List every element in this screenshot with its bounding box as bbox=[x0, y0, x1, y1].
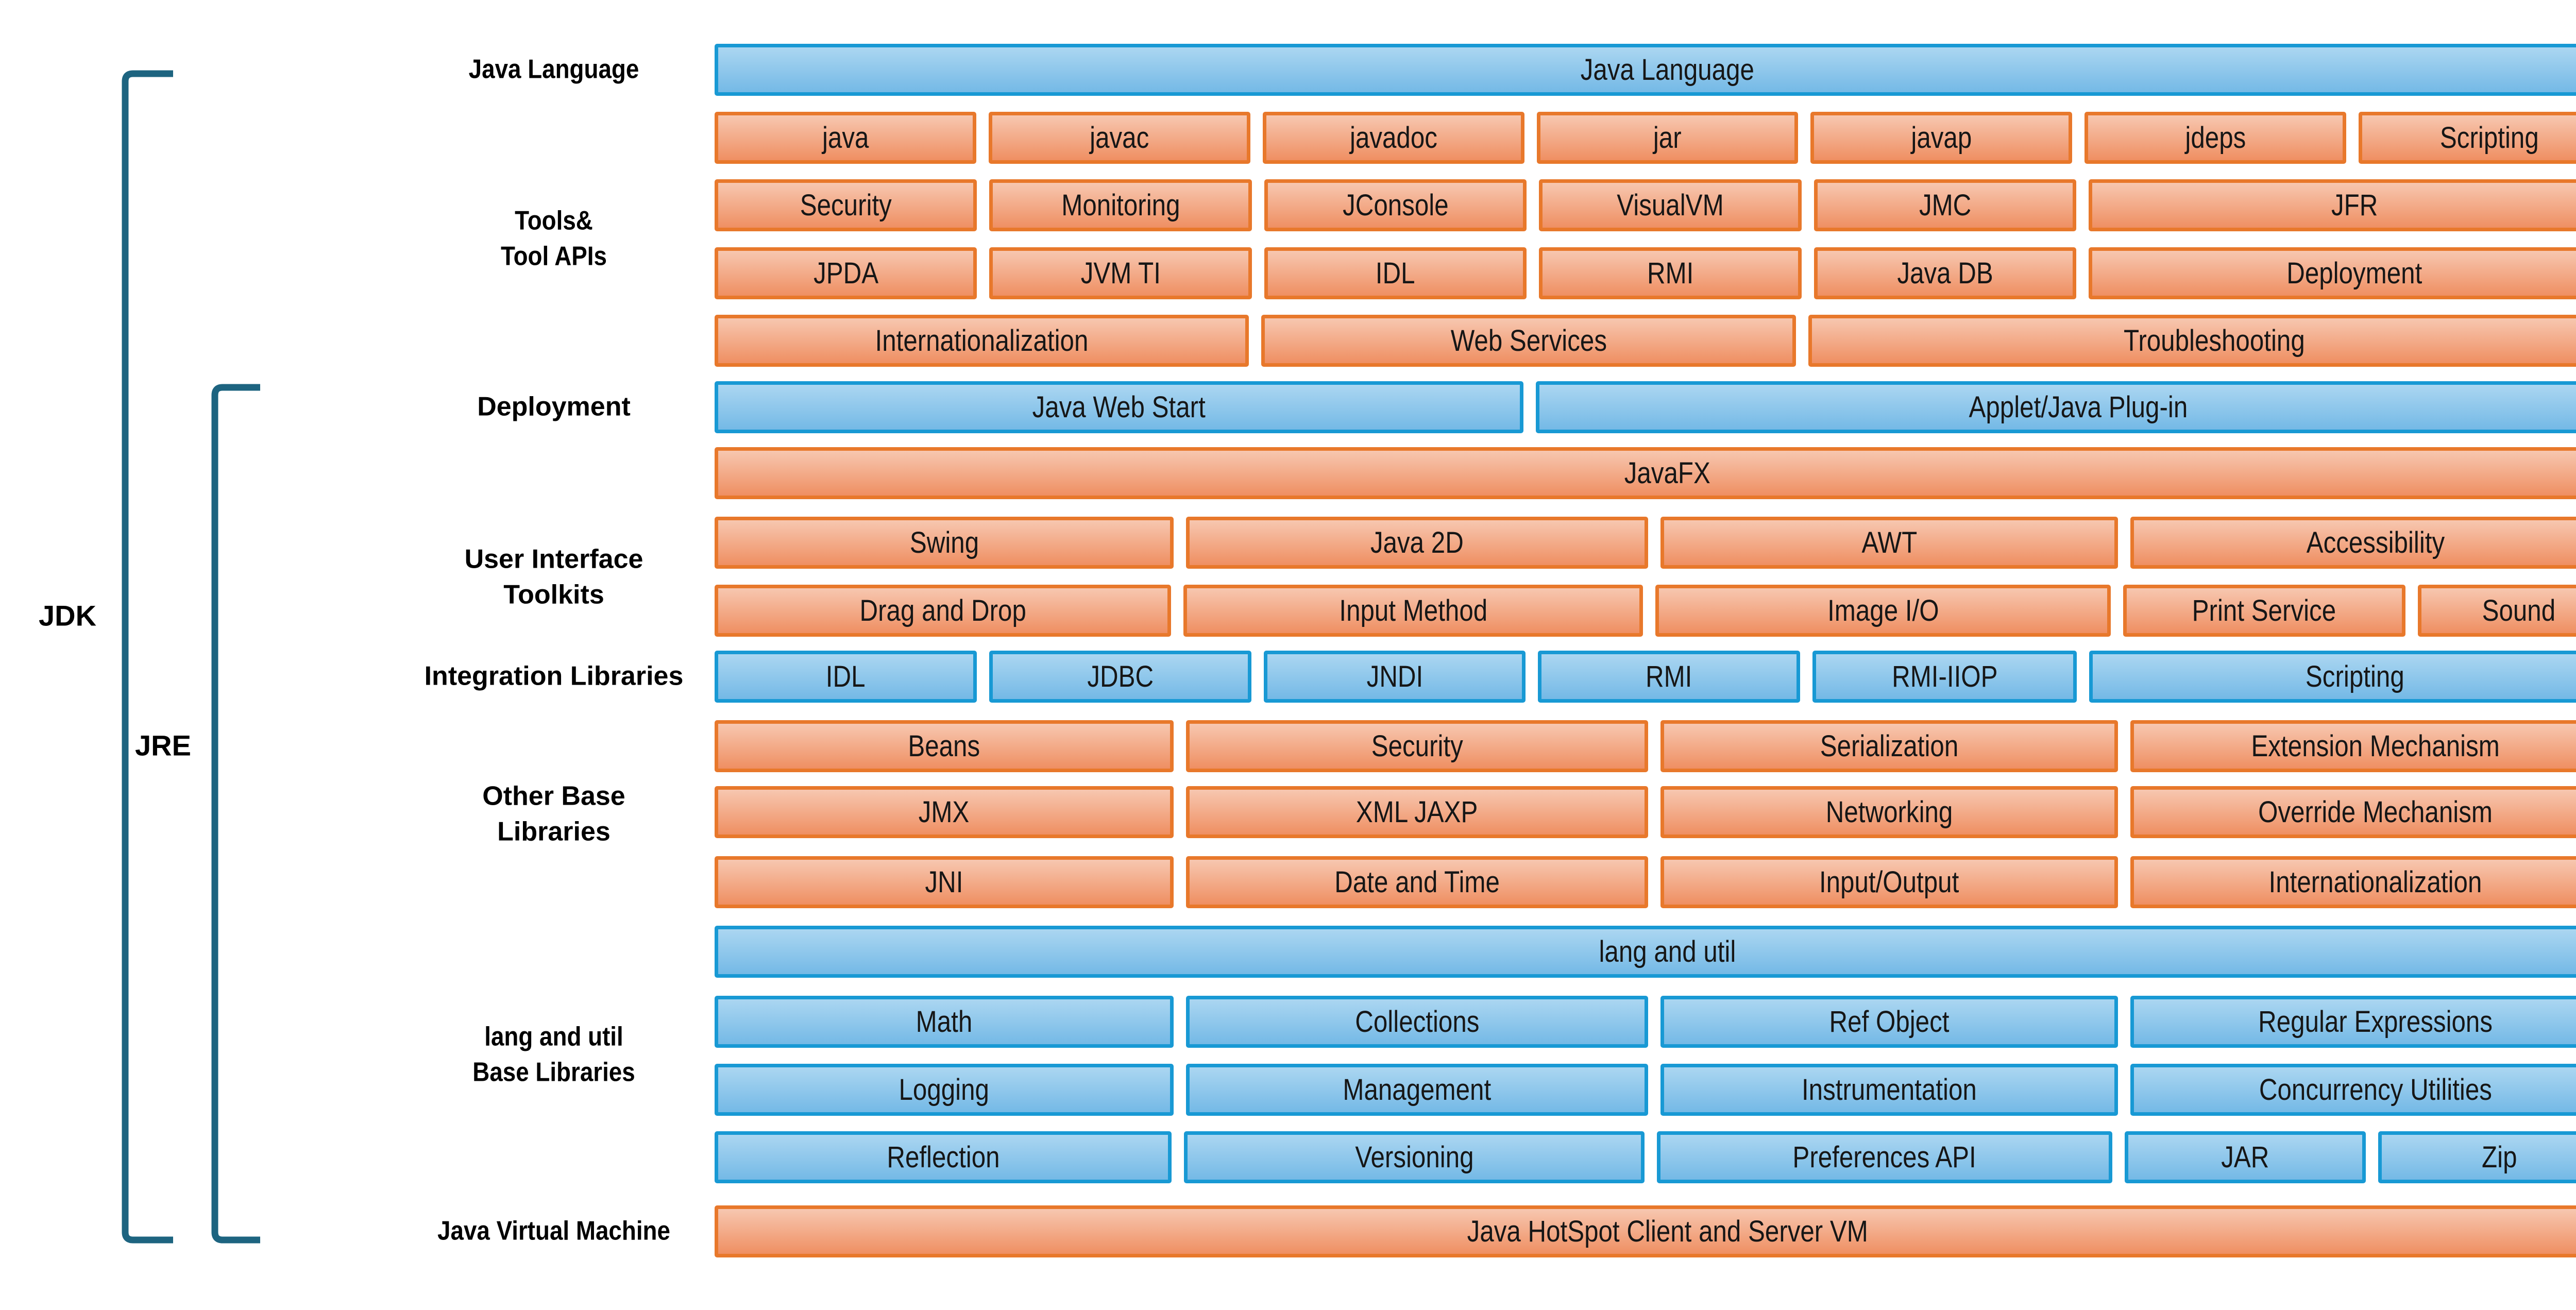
box-javafx: JavaFX bbox=[715, 447, 2576, 499]
row-java-language: Java Language bbox=[715, 44, 2576, 96]
box-rmi-iiop: RMI-IIOP bbox=[1812, 651, 2077, 703]
box-concurrency-utilities: Concurrency Utilities bbox=[2130, 1064, 2576, 1116]
box-override-mechanism: Override Mechanism bbox=[2130, 786, 2576, 838]
box-jconsole: JConsole bbox=[1264, 179, 1527, 231]
box-jpda: JPDA bbox=[715, 247, 977, 299]
box-scripting: Scripting bbox=[2089, 651, 2576, 703]
box-logging: Logging bbox=[715, 1064, 1174, 1116]
box-ref-object: Ref Object bbox=[1660, 996, 2118, 1048]
box-jmx: JMX bbox=[715, 786, 1174, 838]
box-java-hotspot-client-and-server-vm: Java HotSpot Client and Server VM bbox=[715, 1205, 2576, 1257]
box-javap: javap bbox=[1810, 112, 2073, 164]
box-web-services: Web Services bbox=[1261, 315, 1797, 367]
box-instrumentation: Instrumentation bbox=[1660, 1064, 2118, 1116]
box-javac: javac bbox=[988, 112, 1250, 164]
box-zip: Zip bbox=[2378, 1131, 2576, 1183]
box-sound: Sound bbox=[2417, 585, 2576, 637]
row-lang-and-util: lang and util bbox=[715, 926, 2576, 978]
box-print-service: Print Service bbox=[2123, 585, 2405, 637]
jre-bracket bbox=[211, 384, 260, 1244]
box-lang-and-util: lang and util bbox=[715, 926, 2576, 978]
box-security: Security bbox=[1185, 720, 1648, 772]
box-regular-expressions: Regular Expressions bbox=[2130, 996, 2576, 1048]
label-tools-tool-apis: Tools& Tool APIs bbox=[501, 206, 607, 271]
box-scripting: Scripting bbox=[2359, 112, 2576, 164]
box-math: Math bbox=[715, 996, 1174, 1048]
box-versioning: Versioning bbox=[1184, 1131, 1645, 1183]
label-integration-libraries: Integration Libraries bbox=[424, 661, 684, 691]
box-accessibility: Accessibility bbox=[2130, 517, 2576, 569]
box-java: java bbox=[715, 112, 976, 164]
box-jni: JNI bbox=[715, 856, 1174, 908]
box-jmc: JMC bbox=[1814, 179, 2077, 231]
box-reflection: Reflection bbox=[715, 1131, 1172, 1183]
box-internationalization: Internationalization bbox=[715, 315, 1249, 367]
box-jvm-ti: JVM TI bbox=[989, 247, 1252, 299]
box-drag-and-drop: Drag and Drop bbox=[715, 585, 1172, 637]
row-jvm: Java HotSpot Client and Server VM bbox=[715, 1205, 2576, 1257]
box-date-and-time: Date and Time bbox=[1185, 856, 1648, 908]
box-input-output: Input/Output bbox=[1660, 856, 2118, 908]
jdk-bracket bbox=[122, 70, 173, 1244]
box-visualvm: VisualVM bbox=[1539, 179, 1802, 231]
box-monitoring: Monitoring bbox=[989, 179, 1252, 231]
box-serialization: Serialization bbox=[1660, 720, 2118, 772]
label-java-language: Java Language bbox=[468, 54, 639, 84]
box-java-web-start: Java Web Start bbox=[715, 381, 1524, 433]
box-jar: jar bbox=[1536, 112, 1799, 164]
box-input-method: Input Method bbox=[1183, 585, 1643, 637]
row-javafx: JavaFX bbox=[715, 447, 2576, 499]
box-jdeps: jdeps bbox=[2084, 112, 2347, 164]
box-networking: Networking bbox=[1660, 786, 2118, 838]
box-java-language: Java Language bbox=[715, 44, 2576, 96]
box-rmi: RMI bbox=[1539, 247, 1802, 299]
box-applet-java-plug-in: Applet/Java Plug-in bbox=[1536, 381, 2576, 433]
box-jfr: JFR bbox=[2089, 179, 2576, 231]
box-troubleshooting: Troubleshooting bbox=[1808, 315, 2576, 367]
box-awt: AWT bbox=[1660, 517, 2118, 569]
box-internationalization: Internationalization bbox=[2130, 856, 2576, 908]
box-java-db: Java DB bbox=[1814, 247, 2077, 299]
label-jre: JRE bbox=[135, 729, 191, 762]
box-image-i-o: Image I/O bbox=[1655, 585, 2111, 637]
box-rmi: RMI bbox=[1538, 651, 1800, 703]
box-preferences-api: Preferences API bbox=[1656, 1131, 2113, 1183]
box-javadoc: javadoc bbox=[1262, 112, 1524, 164]
label-deployment: Deployment bbox=[477, 392, 631, 422]
box-java-2d: Java 2D bbox=[1185, 517, 1648, 569]
box-extension-mechanism: Extension Mechanism bbox=[2130, 720, 2576, 772]
label-jdk: JDK bbox=[39, 599, 97, 632]
label-lang-and-util-base-libraries: lang and util Base Libraries bbox=[472, 1022, 635, 1087]
box-collections: Collections bbox=[1185, 996, 1648, 1048]
box-beans: Beans bbox=[715, 720, 1174, 772]
label-other-base-libraries: Other Base Libraries bbox=[482, 781, 625, 846]
box-jndi: JNDI bbox=[1264, 651, 1526, 703]
box-idl: IDL bbox=[715, 651, 977, 703]
box-jar: JAR bbox=[2125, 1131, 2366, 1183]
box-jdbc: JDBC bbox=[989, 651, 1252, 703]
box-management: Management bbox=[1185, 1064, 1648, 1116]
box-idl: IDL bbox=[1264, 247, 1527, 299]
label-java-virtual-machine: Java Virtual Machine bbox=[437, 1216, 670, 1246]
box-xml-jaxp: XML JAXP bbox=[1185, 786, 1648, 838]
box-deployment: Deployment bbox=[2089, 247, 2576, 299]
box-security: Security bbox=[715, 179, 977, 231]
label-user-interface-toolkits: User Interface Toolkits bbox=[464, 544, 643, 609]
box-swing: Swing bbox=[715, 517, 1174, 569]
